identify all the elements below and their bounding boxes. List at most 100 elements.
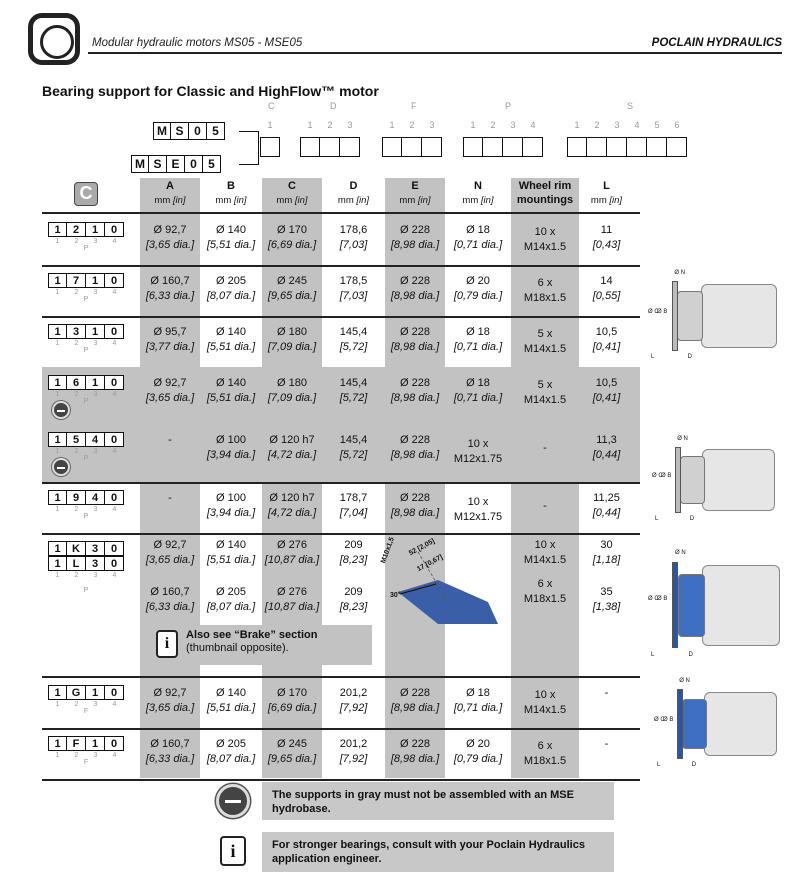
code-group-boxes[interactable] [382,137,442,157]
unit-in: [in] [356,195,370,206]
code-entry-box[interactable] [667,137,687,157]
cell-a-value: Ø 160,7 [150,586,190,598]
position-digit: 3 [93,701,98,708]
cell-a: Ø 160,7[6,33 dia.] [140,585,200,615]
cell-e-inches: [8,98 dia.] [390,449,440,461]
code-entry-box[interactable] [382,137,402,157]
cell-wheel-inches: M18x1.5 [523,755,567,767]
cell-c: Ø 170[6,69 dia.] [262,686,322,716]
code-tag: F [83,759,89,766]
code-tag: P [83,347,89,354]
brake-note-sub: (thumbnail opposite). [186,642,289,654]
code-entry-box[interactable] [402,137,422,157]
column-unit: mm [in] [385,194,445,207]
motor-flange [671,281,678,351]
digit-label: 1 [307,120,313,130]
cell-wheel-inches: M14x1.5 [523,554,567,566]
position-digit: 3 [93,752,98,759]
cell-e-value: Ø 228 [400,224,430,236]
code-group-letter: S [627,101,634,111]
code-char-box: 1 [48,273,67,288]
cell-b-value: Ø 140 [216,687,246,699]
dim-label-c: Ø C [648,596,659,602]
cell-l-value: 11 [600,224,613,236]
code-entry-box[interactable] [463,137,483,157]
code-letter-box: M [131,155,149,173]
dim-label-b: Ø B [663,716,674,723]
code-entry-box[interactable] [340,137,360,157]
dim-label-n: Ø N [675,550,686,556]
code-entry-box[interactable] [503,137,523,157]
cell-a-value: Ø 92,7 [153,539,187,551]
cell-l-inches: [0,44] [592,507,621,519]
code-group-boxes[interactable] [463,137,543,157]
code-group-boxes[interactable] [567,137,687,157]
position-digit: 1 [55,752,60,759]
code-entry-box[interactable] [627,137,647,157]
column-letter: Wheel rim mountings [516,180,574,206]
code-group-boxes[interactable] [300,137,360,157]
code-entry-box[interactable] [260,137,280,157]
code-letter-box: 0 [185,155,203,173]
cell-b: Ø 100[3,94 dia.] [200,491,262,521]
digit-label: 3 [510,120,516,130]
cell-a: - [140,491,200,506]
cell-e: Ø 228[8,98 dia.] [385,686,445,716]
position-digit: 2 [74,506,79,513]
cell-c-inches: [4,72 dia.] [267,449,317,461]
code-entry-box[interactable] [320,137,340,157]
code-entry-box[interactable] [422,137,442,157]
dim-label-d: D [687,354,692,360]
code-entry-box[interactable] [300,137,320,157]
code-entry-box[interactable] [567,137,587,157]
cell-c: Ø 276[10,87 dia.] [262,538,322,568]
cell-b: Ø 140[5,51 dia.] [200,686,262,716]
code-entry-box[interactable] [523,137,543,157]
dim-label-b: Ø B [661,473,672,480]
column-letter: B [227,180,235,192]
row-rule [42,779,640,781]
code-entry-box[interactable] [607,137,627,157]
cell-a-value: Ø 160,7 [150,275,190,287]
code-group-boxes[interactable] [260,137,280,157]
code-entry-box[interactable] [483,137,503,157]
dim-label-c: Ø C [648,308,659,315]
not-allowed-icon [52,401,70,419]
code-entry-box[interactable] [647,137,667,157]
cell-wheel: 10 x M14x1.5 [511,538,579,568]
code-group-digits: 1 [260,120,280,130]
cell-l-value: 14 [600,275,613,287]
cell-wheel-value: 6 x [537,277,553,289]
cell-c-inches: [9,65 dia.] [267,753,317,765]
unit-mm: mm [215,195,234,206]
code-char-box: 1 [86,324,105,339]
code-char-box: K [67,541,86,556]
cell-wheel-value: 10 x [534,539,556,551]
cell-b: Ø 100[3,94 dia.] [200,433,262,463]
cell-d: 201,2[7,92] [322,686,385,716]
cell-b: Ø 140[5,51 dia.] [200,325,262,355]
cell-c: Ø 276[10,87 dia.] [262,585,322,615]
cell-wheel-inches: M18x1.5 [523,292,567,304]
code-char-box: 0 [105,541,124,556]
motor-flange [674,447,681,513]
cell-d-inches: [5,72] [339,392,368,404]
dim-label-b: Ø B [657,308,668,315]
code-entry-box[interactable] [587,137,607,157]
cell-b-value: Ø 140 [216,326,246,338]
cell-e-inches: [8,98 dia.] [390,290,440,302]
row-rule [42,533,640,535]
cell-e-inches: [8,98 dia.] [390,239,440,251]
cell-wheel-value: 5 x [537,328,553,340]
